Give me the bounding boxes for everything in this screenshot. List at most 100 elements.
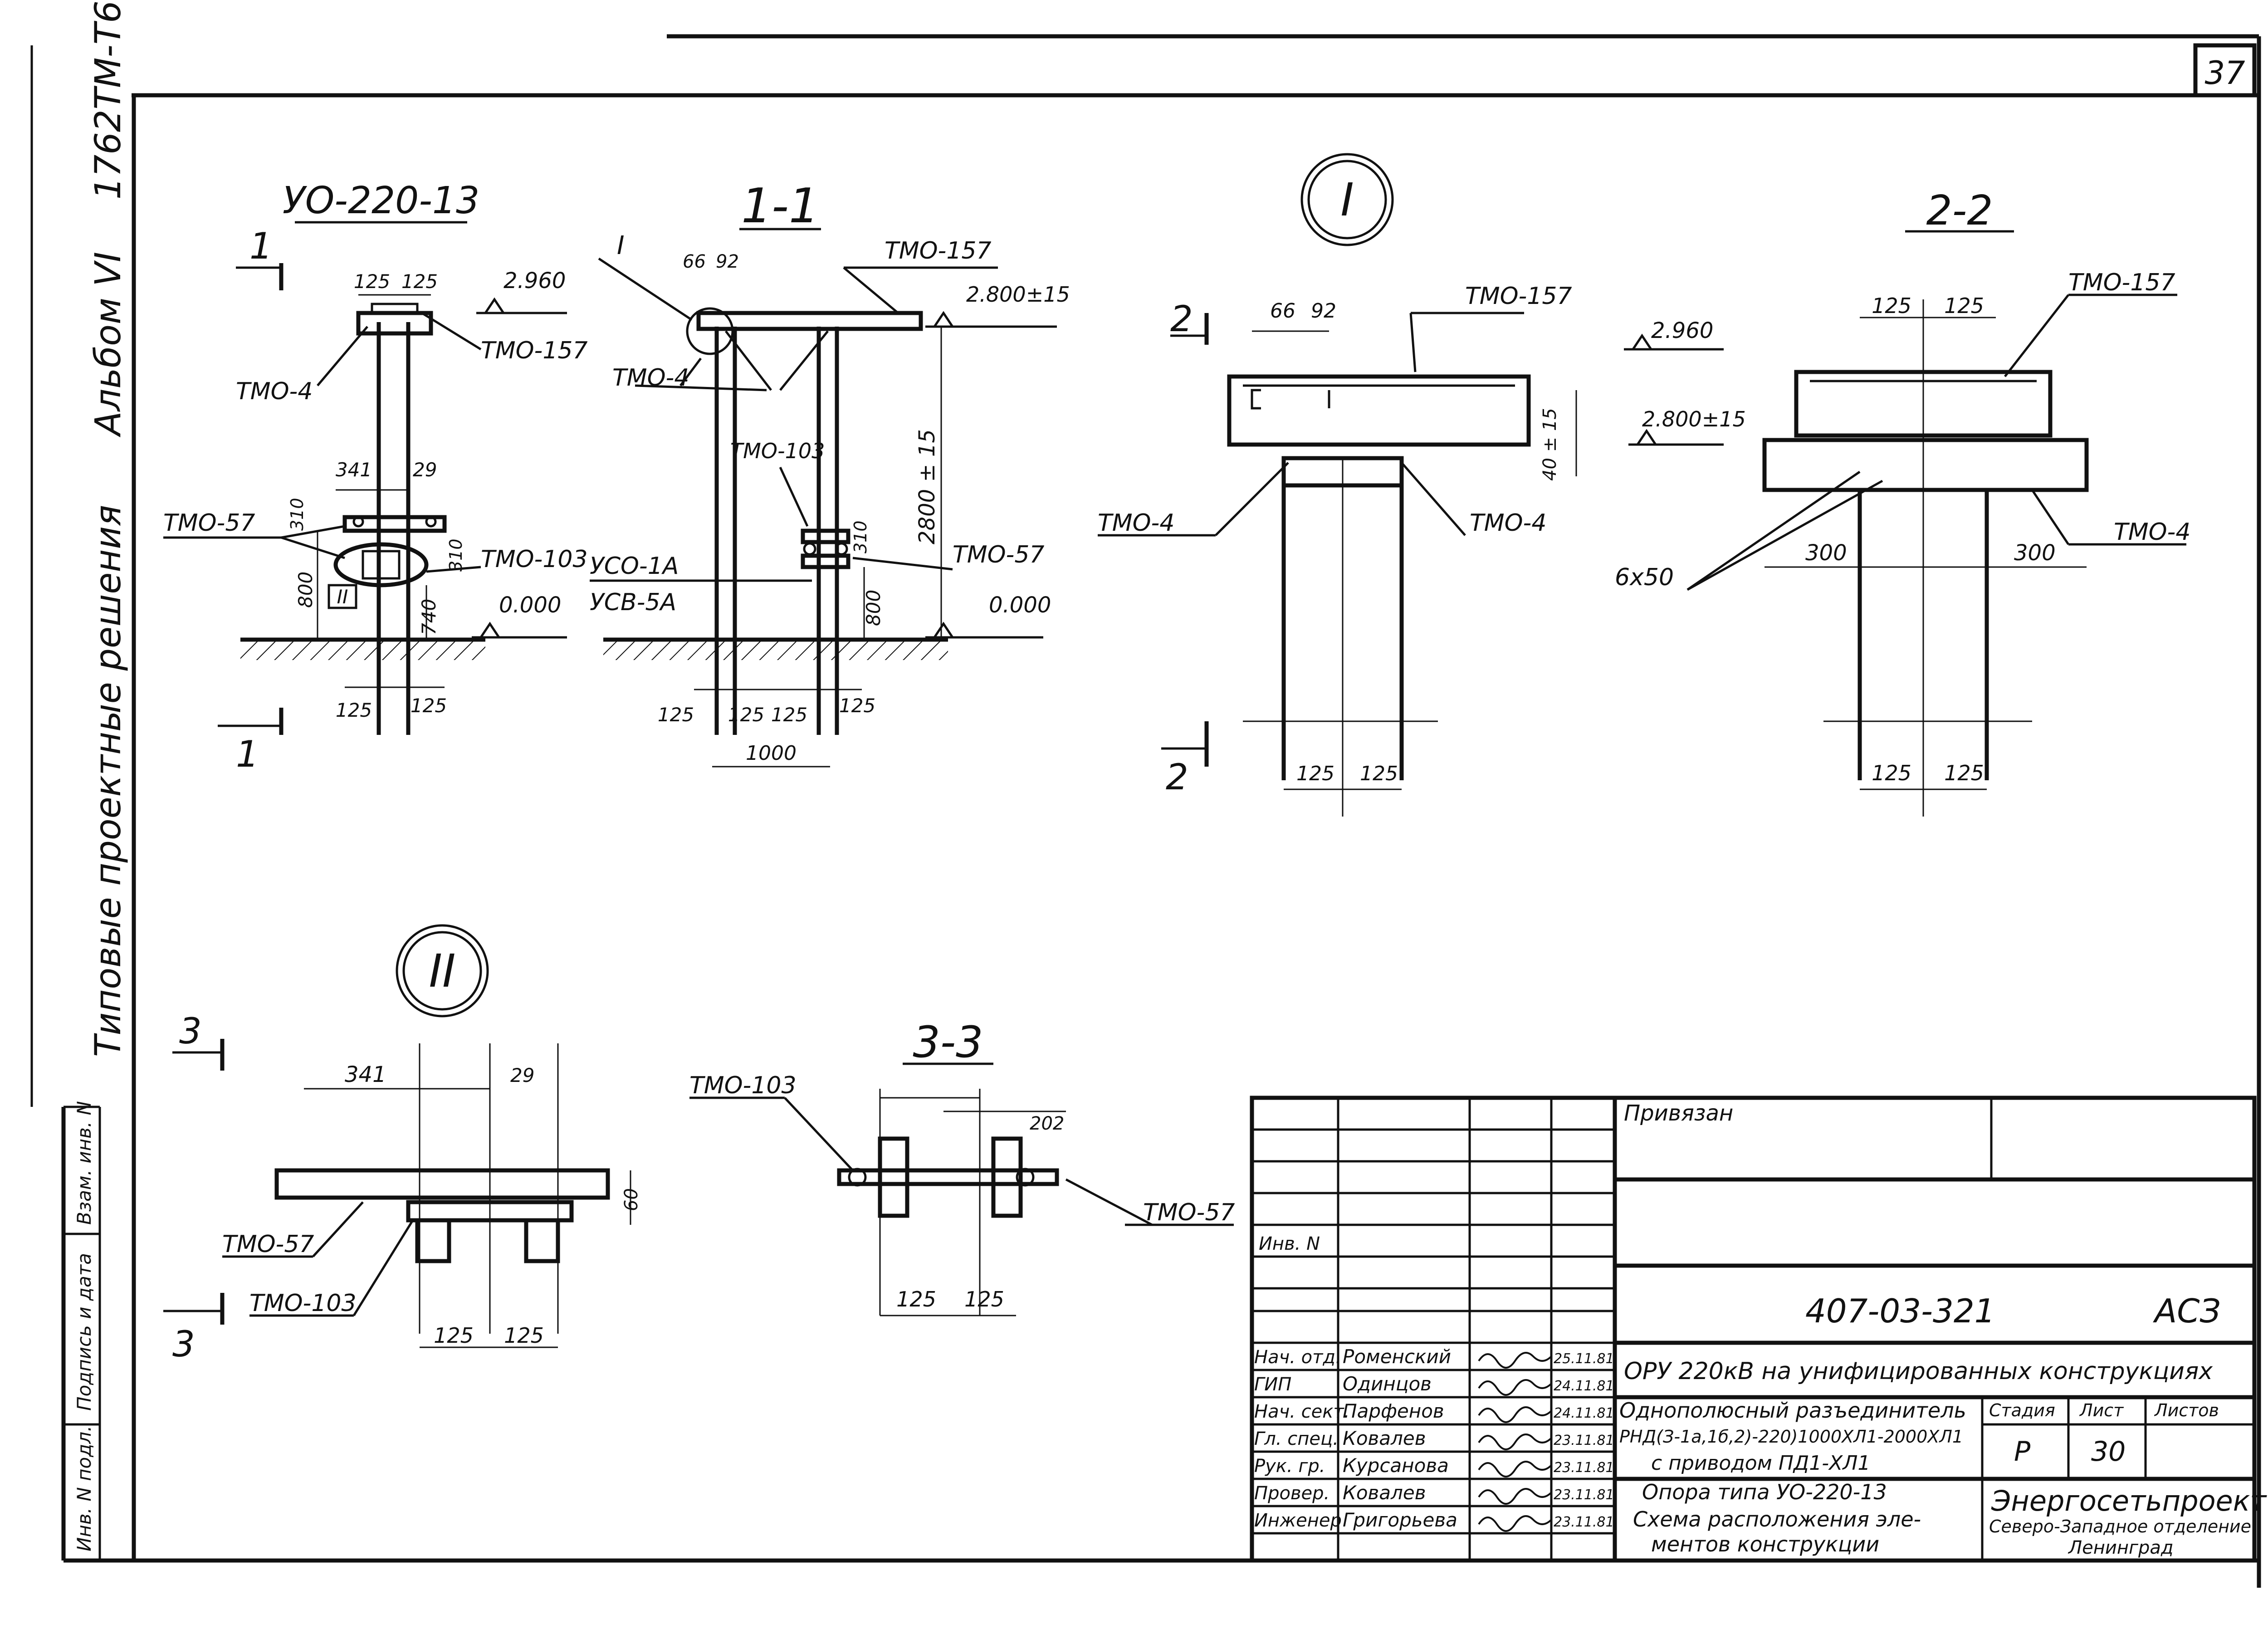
tb-sheet-title-3: ментов конструкции	[1651, 1532, 1879, 1556]
dim-202-33: 202	[1030, 1113, 1064, 1134]
view-title-1-1: 1-1	[741, 178, 819, 234]
dim-125-33-right: 125	[964, 1287, 1004, 1311]
series-title: Типовые проектные решения	[88, 505, 129, 1057]
dim-125-section-1: 125	[658, 704, 694, 726]
dim-125-top-left: 125	[354, 270, 390, 293]
signer-date: 23.11.81	[1554, 1460, 1614, 1476]
tb-org-city: Ленинград	[2068, 1537, 2174, 1558]
dim-341-node: 341	[345, 1062, 386, 1087]
signer-date: 23.11.81	[1554, 1487, 1614, 1503]
cut-mark-3-bottom: 3	[172, 1324, 195, 1365]
label-tmo4-section: ТМО-4	[612, 364, 689, 391]
label-tmo4-22: ТМО-4	[2114, 519, 2190, 546]
dim-125-node-right: 125	[1360, 762, 1398, 785]
label-tmo103-node: ТМО-103	[249, 1290, 357, 1317]
tb-sheet-header: Лист	[2079, 1400, 2124, 1420]
view-title-node-II: II	[429, 944, 456, 998]
dim-800-section: 800	[862, 590, 885, 626]
album-label: Альбом VI	[88, 252, 129, 438]
cut-mark-3-top: 3	[179, 1011, 202, 1052]
tb-subject-3: с приводом ПД1-ХЛ1	[1651, 1452, 1870, 1475]
tb-subject-2: РНД(З-1а,1б,2)-220)1000ХЛ1-2000ХЛ1	[1619, 1427, 1963, 1447]
view-section-2-2: 2-2 125 125 ТМО-157 300 300 ТМО-4 6х50 1…	[1615, 187, 2190, 817]
signer-date: 24.11.81	[1554, 1378, 1614, 1394]
node-ref-I-section: I	[617, 231, 625, 260]
dim-310-main-left: 310	[287, 498, 307, 531]
label-tmo157-node: ТМО-157	[1465, 283, 1572, 310]
tb-sheet-title-2: Схема расположения эле-	[1633, 1507, 1921, 1531]
tb-subject-1: Однополюсный разъединитель	[1619, 1398, 1966, 1423]
label-uso1a: УСО-1А	[590, 553, 679, 580]
dim-125-node-left: 125	[1296, 762, 1334, 785]
label-tmo4-node-left: ТМО-4	[1098, 509, 1174, 537]
dim-29-main: 29	[413, 459, 437, 481]
view-title-2-2: 2-2	[1926, 187, 1993, 235]
signer-role: Провер.	[1254, 1483, 1330, 1504]
dim-125-node2-left: 125	[434, 1323, 474, 1348]
label-tmo57-section: ТМО-57	[953, 541, 1045, 568]
dim-40-node: 40 ± 15	[1540, 408, 1560, 481]
sheet-number: 37	[2204, 54, 2245, 92]
stamp-signature-date: Подпись и дата	[73, 1253, 95, 1411]
tb-stage-header: Стадия	[1989, 1400, 2055, 1420]
view-title-node-I: I	[1340, 173, 1354, 226]
dim-125-node2-right: 125	[504, 1323, 544, 1348]
signer-date: 23.11.81	[1554, 1514, 1614, 1530]
tb-designation: 407-03-321	[1805, 1292, 1995, 1330]
dim-92-node: 92	[1311, 299, 1336, 323]
dim-125-33-left: 125	[896, 1287, 936, 1311]
view-node-II: II 3 3 341 29 60 ТМО-57 ТМО-103 125	[163, 924, 642, 1365]
signer-role: Нач. сект.	[1254, 1401, 1349, 1422]
signer-name: Одинцов	[1343, 1373, 1432, 1395]
view-node-I: I 2 2 66 92 ТМО-157 2.960 2.800±15 40 ± …	[1098, 153, 1746, 817]
signer-name: Курсанова	[1343, 1454, 1449, 1477]
album-code: 1762ТМ-Т6-3	[88, 0, 129, 200]
label-tmo4-node-right: ТМО-4	[1470, 509, 1546, 537]
label-tmo57-main: ТМО-57	[163, 509, 255, 537]
label-tmo103-section: ТМО-103	[730, 439, 825, 463]
signer-role: ГИП	[1254, 1374, 1291, 1395]
signer-date: 24.11.81	[1554, 1405, 1614, 1421]
tb-sheet-code: АСЗ	[2153, 1292, 2221, 1330]
tb-org-branch: Северо-Западное отделение	[1989, 1517, 2251, 1536]
dim-125-section-4: 125	[839, 695, 875, 717]
dim-125-22-bottom-right: 125	[1944, 761, 1984, 785]
label-tmo57-node: ТМО-57	[222, 1231, 314, 1258]
signer-role: Нач. отд.	[1254, 1347, 1341, 1368]
dim-125-22-top-right: 125	[1944, 294, 1984, 318]
dim-92-section: 92	[716, 251, 739, 272]
signer-date: 23.11.81	[1554, 1433, 1614, 1448]
dim-125-22-bottom-left: 125	[1872, 761, 1911, 785]
dim-29-node: 29	[510, 1064, 534, 1086]
tb-stage: Р	[2014, 1436, 2031, 1468]
label-usv5a: УСВ-5А	[590, 589, 676, 616]
signers-table: Нач. отд. Роменский 25.11.81 ГИП Одинцов…	[1254, 1345, 1614, 1531]
dim-341-main: 341	[336, 459, 372, 481]
label-tmo157-main: ТМО-157	[481, 337, 588, 364]
dim-1000-section: 1000	[746, 742, 797, 765]
level-2800-section: 2.800±15	[966, 282, 1070, 307]
dim-800-main: 800	[294, 572, 317, 608]
label-tmo103-33: ТМО-103	[689, 1072, 797, 1099]
signer-name: Ковалев	[1343, 1427, 1426, 1449]
level-0000-section: 0.000	[989, 592, 1051, 618]
title-block	[1250, 1096, 2257, 1563]
tb-sheet: 30	[2091, 1436, 2126, 1468]
view-title-3-3: 3-3	[913, 1018, 983, 1067]
dim-66-section: 66	[683, 251, 706, 272]
tb-inv-no: Инв. N	[1259, 1233, 1320, 1254]
dim-125-bottom-right: 125	[411, 695, 447, 717]
signatures	[1478, 1352, 1552, 1532]
dim-310-section: 310	[850, 520, 870, 553]
signer-name: Роменский	[1343, 1345, 1451, 1368]
stamp-replacement-inv: Взам. инв. N	[73, 1101, 95, 1225]
dim-66-node: 66	[1270, 299, 1295, 323]
tb-sheet-title-1: Опора типа УО-220-13	[1642, 1480, 1887, 1504]
label-tmo157-section: ТМО-157	[885, 237, 992, 264]
view-section-3-3: 3-3 202 ТМО-103 ТМО-57 125 125	[689, 1018, 1235, 1316]
signer-date: 25.11.81	[1554, 1351, 1614, 1367]
label-tmo57-33: ТМО-57	[1143, 1199, 1235, 1226]
cut-mark-2-bottom: 2	[1166, 757, 1188, 798]
view-uo-220-13: УО-220-13 1 1 125 125 2.960 ТМО-4 ТМО-15…	[163, 179, 588, 775]
tb-project: ОРУ 220кВ на унифицированных конструкция…	[1624, 1358, 2213, 1385]
